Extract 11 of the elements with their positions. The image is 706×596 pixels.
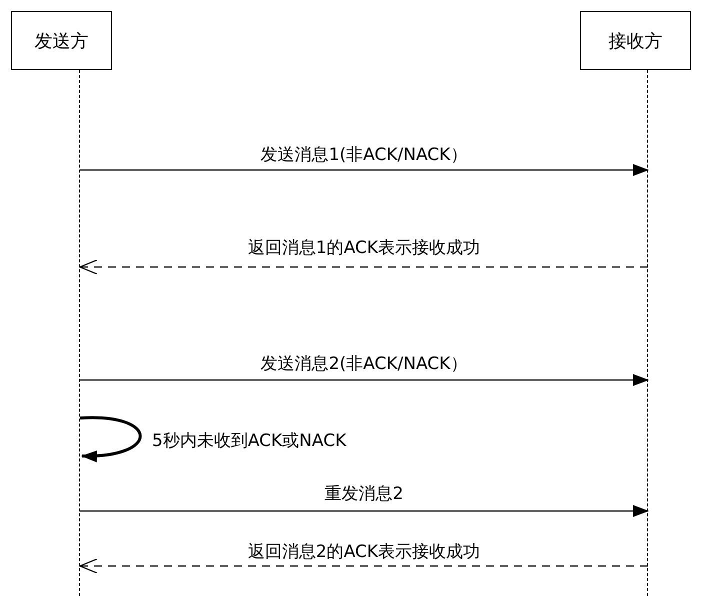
participant-label: 接收方 <box>608 30 662 52</box>
message-arrow <box>80 374 649 386</box>
participant-box <box>580 11 691 70</box>
self-loop-arrow <box>80 416 142 462</box>
lifeline <box>647 70 649 596</box>
message-arrow <box>79 259 648 275</box>
participant-label: 发送方 <box>34 30 88 52</box>
lifeline <box>79 70 81 596</box>
message-arrow <box>80 164 649 176</box>
participant-box <box>11 11 112 70</box>
message-arrow <box>79 558 648 574</box>
